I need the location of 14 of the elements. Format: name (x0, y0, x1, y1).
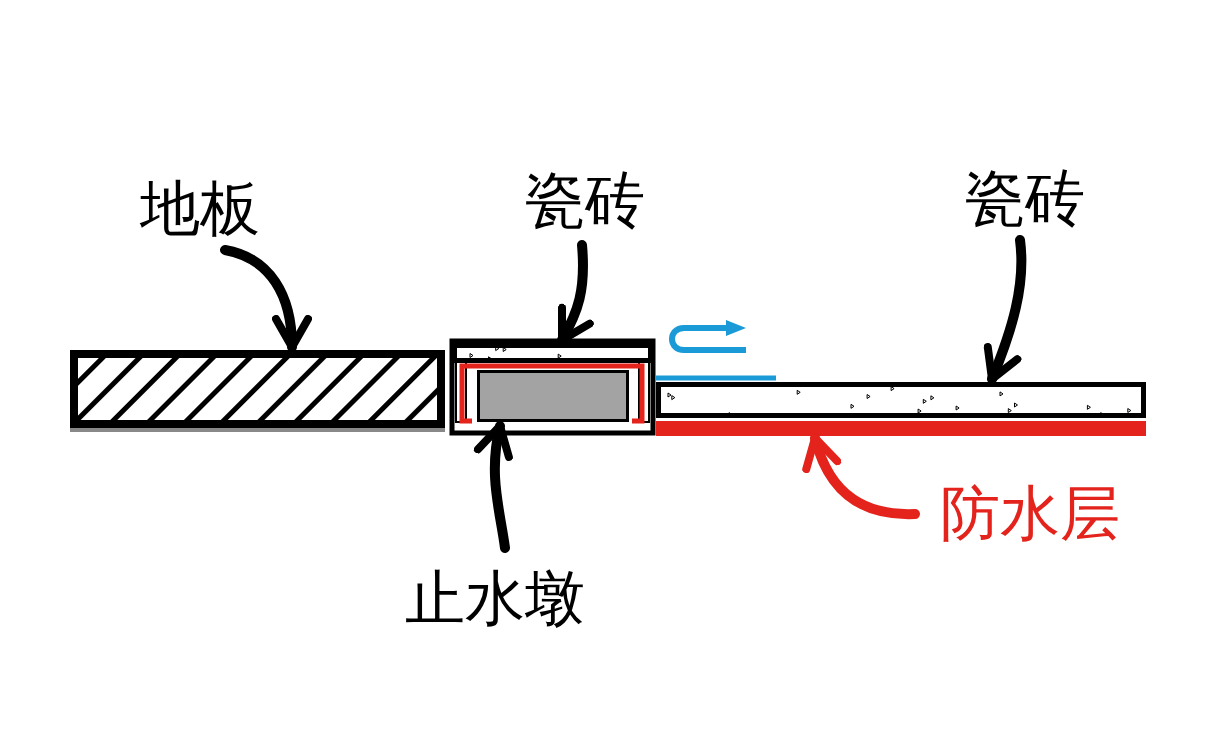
label-text: 瓷砖 (945, 160, 1105, 235)
wood-floor-drawing (70, 350, 445, 432)
tile-drawing (656, 382, 1146, 418)
arrow (220, 245, 311, 352)
label-text: 瓷砖 (505, 162, 665, 237)
tile-drawing (452, 343, 653, 363)
curb-block (477, 370, 629, 422)
waterproof-layer (656, 421, 1146, 436)
arrow (983, 235, 1027, 384)
label-text: 地板 (120, 170, 280, 245)
arrow (803, 433, 920, 520)
label-text: 防水层 (920, 475, 1140, 550)
arrow (474, 421, 514, 553)
label-text: 止水墩 (380, 560, 610, 635)
